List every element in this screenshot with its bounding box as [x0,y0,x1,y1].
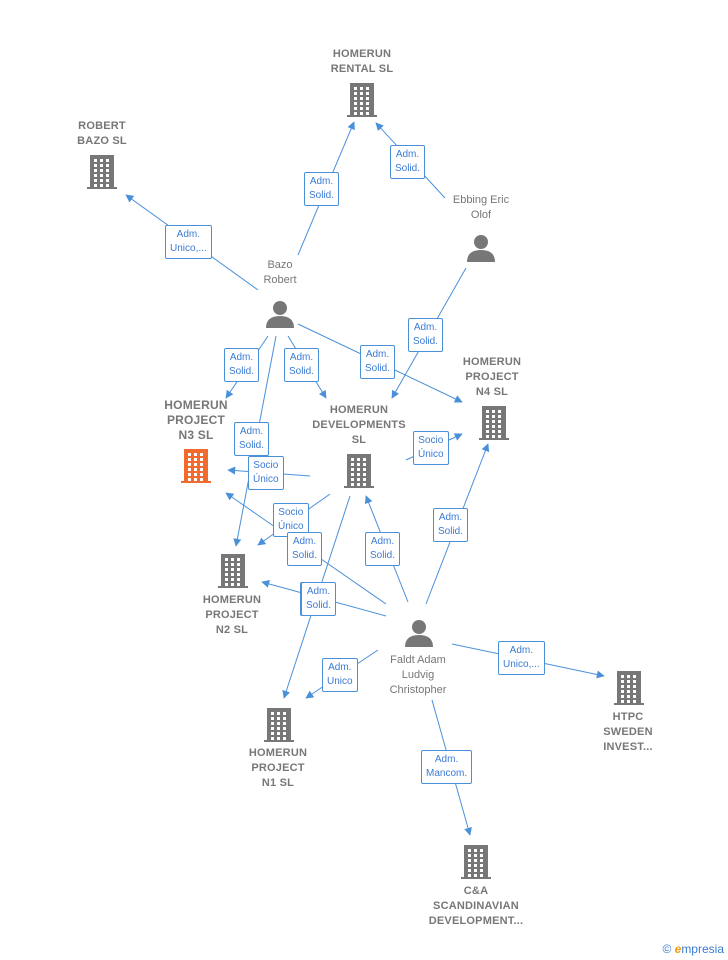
node-label-homerun-dev[interactable]: HOMERUN DEVELOPMENTS SL [312,404,406,446]
copyright-icon: © [662,942,672,956]
edge-label: Adm. Solid. [433,508,469,542]
person-icon[interactable] [266,301,294,328]
node-label-cna[interactable]: C&A SCANDINAVIAN DEVELOPMENT... [428,885,524,927]
edge-label: Adm. Mancom. [421,750,473,784]
building-icon[interactable] [344,454,374,488]
edge-label: Adm. Unico,... [498,641,545,675]
building-icon[interactable] [614,671,644,705]
edge-label: Adm. Solid. [287,532,323,566]
node-label-faldt[interactable]: Faldt Adam Ludvig Christopher [389,654,447,696]
building-icon[interactable] [264,708,294,742]
person-icon[interactable] [405,620,433,647]
node-label-ebbing[interactable]: Ebbing Eric Olof [452,194,510,221]
edge-label: Adm. Unico,... [165,225,212,259]
node-label-homerun-n3[interactable]: HOMERUN PROJECT N3 SL [164,398,228,442]
edge-label: Adm. Solid. [234,422,270,456]
brand-name: mpresia [681,942,724,956]
node-label-homerun-n2[interactable]: HOMERUN PROJECT N2 SL [202,594,262,636]
building-icon[interactable] [218,554,248,588]
node-label-homerun-n1[interactable]: HOMERUN PROJECT N1 SL [248,747,308,789]
edge-label: Adm. Solid. [365,532,401,566]
building-icon[interactable] [87,155,117,189]
building-icon[interactable] [479,406,509,440]
node-label-htpc[interactable]: HTPC SWEDEN INVEST... [603,711,653,753]
node-label-bazo-robert[interactable]: Bazo Robert [263,259,297,286]
brand-footer[interactable]: © empresia [662,942,724,956]
building-icon[interactable] [461,845,491,879]
edge-label: Adm. Solid. [360,345,396,379]
edge-label: Adm. Solid. [390,145,426,179]
node-label-homerun-n4[interactable]: HOMERUN PROJECT N4 SL [462,356,522,398]
edge-label: Socio Único [248,456,284,490]
building-icon[interactable] [181,449,211,483]
node-label-robert-bazo-sl[interactable]: ROBERT BAZO SL [77,120,127,147]
edge-label: Adm. Solid. [304,172,340,206]
edge-label: Adm. Solid. [408,318,444,352]
edge-label: Socio Único [413,431,449,465]
edge-label: Adm. Solid. [224,348,260,382]
edge-label: Adm. Solid. [284,348,320,382]
edge-label: Adm. Unico [322,658,358,692]
node-label-homerun-rental[interactable]: HOMERUN RENTAL SL [330,48,394,75]
brand-logo-e: e [674,942,682,956]
person-icon[interactable] [467,235,495,262]
edge-label: Socio Único [273,503,309,537]
icons-layer [87,83,644,879]
building-icon[interactable] [347,83,377,117]
edge-label: Adm. Solid. [301,582,337,616]
